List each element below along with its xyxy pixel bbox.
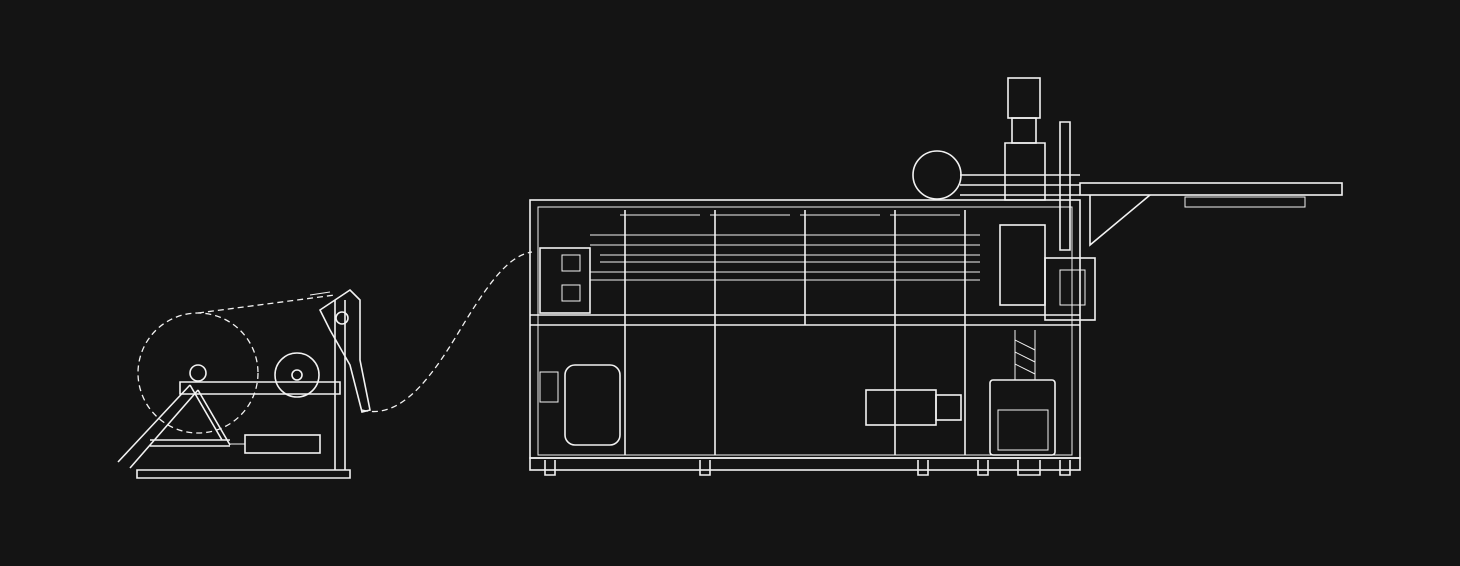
conveyor-table	[1079, 182, 1343, 196]
cutting-drive	[989, 379, 1056, 456]
handle	[309, 291, 331, 296]
upright-post	[334, 300, 346, 470]
motor-housing	[997, 409, 1049, 451]
leveling-feet	[544, 460, 1071, 476]
base-frame	[529, 457, 1081, 471]
control-box	[1044, 257, 1096, 321]
output-conveyor	[1079, 182, 1343, 247]
web-path-top	[197, 294, 336, 314]
press-head	[1004, 142, 1046, 201]
base-rail	[136, 469, 351, 479]
roll-hub	[189, 364, 207, 382]
screw-jack	[1014, 330, 1036, 380]
dancer-arm	[318, 288, 371, 413]
forming-rails	[590, 234, 980, 281]
stacker-post	[1059, 121, 1071, 251]
unwinder-stand	[117, 288, 371, 479]
gearbox	[935, 394, 962, 421]
sprocket-2	[561, 284, 581, 302]
conveyor-bracket	[1089, 194, 1151, 247]
dancer-pivot	[335, 311, 349, 325]
vertical-posts	[624, 210, 966, 455]
main-machine	[529, 77, 1096, 476]
sprocket-1	[561, 254, 581, 272]
guide-wheel-hub	[291, 369, 303, 381]
control-panel	[1059, 269, 1086, 306]
guide-wheel	[274, 352, 320, 398]
a-frame	[117, 384, 231, 469]
web-path	[361, 251, 533, 413]
inner-frame	[537, 206, 1073, 456]
conveyor-tray	[1184, 196, 1306, 208]
drive-box	[539, 247, 591, 314]
filter	[539, 371, 559, 403]
upper-beam	[179, 381, 341, 395]
vacuum-tank	[564, 364, 621, 446]
